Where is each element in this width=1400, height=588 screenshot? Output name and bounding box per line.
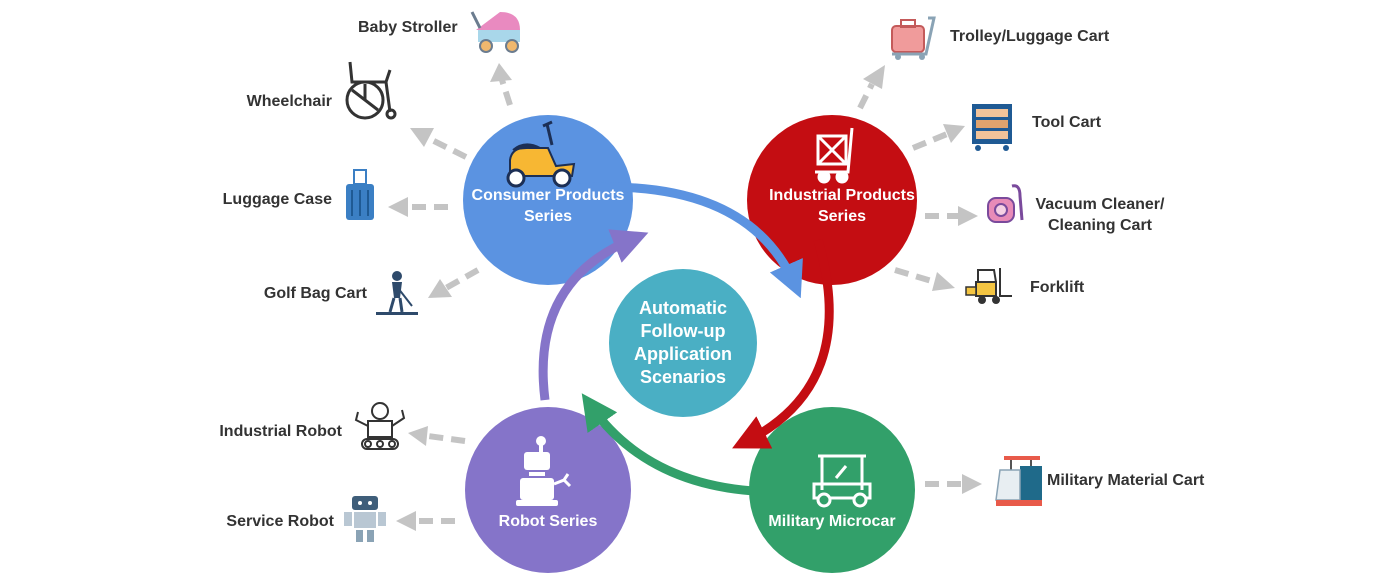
arrow-to-wheelchair xyxy=(426,135,468,160)
military-series-circle xyxy=(749,407,915,573)
golfer-icon xyxy=(376,271,418,315)
cycle-arrow-military-to-robot xyxy=(581,393,821,497)
arrow-to-golf-bag-cart xyxy=(444,267,480,291)
arrow-to-industrial-robot xyxy=(427,433,466,444)
arrow-to-forklift xyxy=(894,267,936,285)
item-label-vacuum: Vacuum Cleaner/ Cleaning Cart xyxy=(1030,194,1170,236)
military-series-label-line-1: Military Microcar xyxy=(768,513,896,530)
consumer-series-label-line-1: Consumer Products xyxy=(471,187,625,204)
industrial-robot-icon xyxy=(354,402,406,450)
item-label-forklift: Forklift xyxy=(1030,279,1085,296)
item-label-vacuum-line-1: Vacuum Cleaner/ xyxy=(1035,196,1165,213)
center-title-line-2: Follow-up xyxy=(640,321,726,341)
arrowhead-wheelchair xyxy=(410,128,434,147)
arrowhead-military-cart xyxy=(962,474,982,494)
military-series-label: Military Microcar xyxy=(757,511,907,532)
industrial-series-label: Industrial Products Series xyxy=(752,185,932,227)
military-cart-icon xyxy=(995,456,1042,506)
arrowhead-tool-cart xyxy=(943,124,965,143)
industrial-series-circle xyxy=(747,115,917,285)
robot-series-label: Robot Series xyxy=(478,511,618,532)
item-label-luggage-case: Luggage Case xyxy=(222,191,332,208)
forklift-icon xyxy=(965,268,1012,304)
wheelchair-icon xyxy=(345,61,397,120)
cycle-arrow-consumer-to-industrial xyxy=(554,182,803,299)
item-label-tool-cart: Tool Cart xyxy=(1032,114,1102,131)
center-title-line-1: Automatic xyxy=(638,298,727,318)
luggage-case-icon xyxy=(346,169,374,220)
arrowhead-industrial-robot xyxy=(408,426,428,446)
item-label-industrial-robot: Industrial Robot xyxy=(219,423,342,440)
consumer-series-label-line-2: Series xyxy=(523,208,573,225)
arrowhead-golf-bag-cart xyxy=(428,279,452,298)
center-title: Automatic Follow-up Application Scenario… xyxy=(613,297,753,389)
item-label-trolley: Trolley/Luggage Cart xyxy=(950,28,1110,45)
tool-cart-icon xyxy=(972,104,1012,151)
center-title-line-4: Scenarios xyxy=(639,367,727,387)
arrow-to-trolley xyxy=(857,82,875,110)
connector-arrows xyxy=(388,63,982,531)
arrowhead-forklift xyxy=(932,272,955,291)
consumer-series-label: Consumer Products Series xyxy=(463,185,633,227)
hand-truck-icon xyxy=(815,127,854,184)
scooter-icon xyxy=(506,120,576,188)
industrial-series-label-line-2: Series xyxy=(817,208,867,225)
item-label-wheelchair: Wheelchair xyxy=(246,93,332,110)
luggage-trolley-icon xyxy=(891,16,936,60)
arrowhead-trolley xyxy=(863,65,885,89)
arrowhead-baby-stroller xyxy=(490,63,512,82)
arrowhead-service-robot xyxy=(396,511,416,531)
arrowhead-luggage-case xyxy=(388,197,408,217)
cycle-arrow-industrial-to-military xyxy=(732,238,834,449)
robot-series-label-line-1: Robot Series xyxy=(498,513,598,530)
item-label-baby-stroller: Baby Stroller xyxy=(358,19,458,36)
center-circle xyxy=(609,269,757,417)
industrial-series-label-line-1: Industrial Products xyxy=(769,187,915,204)
arrow-to-tool-cart xyxy=(911,131,949,151)
golf-cart-icon xyxy=(812,454,872,508)
vacuum-cleaner-icon xyxy=(987,184,1024,223)
item-label-vacuum-line-2: Cleaning Cart xyxy=(1047,217,1152,234)
consumer-series-circle xyxy=(463,115,633,285)
item-label-military-cart: Military Material Cart xyxy=(1047,472,1205,489)
robot-icon xyxy=(516,436,572,506)
service-robot-icon xyxy=(344,496,386,542)
center-title-line-3: Application xyxy=(634,344,732,364)
arrow-to-baby-stroller xyxy=(499,79,513,106)
item-label-service-robot: Service Robot xyxy=(226,513,334,530)
arrowhead-vacuum xyxy=(958,206,978,226)
cycle-arrow-robot-to-consumer xyxy=(538,229,649,401)
item-label-golf-bag-cart: Golf Bag Cart xyxy=(263,285,367,302)
baby-stroller-icon xyxy=(470,11,520,53)
